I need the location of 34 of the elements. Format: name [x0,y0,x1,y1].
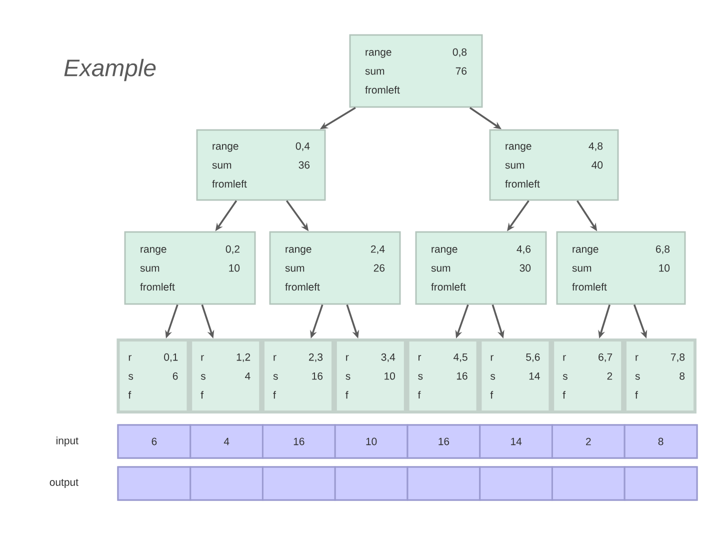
array-cell: 6 [117,424,192,459]
leaf-node-box: r 5,6 s 14 f [478,338,552,414]
leaf-node-box: r 4,5 s 16 f [406,338,480,414]
answer-box [624,466,698,501]
leaf-node-box: r 3,4 s 10 f [334,338,407,414]
leaf-node-box: r 1,2 s 4 f [189,338,262,414]
array-cell: 4 [190,424,264,459]
array-cell: 16 [406,424,481,459]
leaf-node-box: r 2,3 s 16 f [262,338,334,414]
array-cell: 14 [479,424,554,459]
tree-node-box: range 4,8 sum 40 fromleft [489,129,619,201]
row-label: output [50,479,78,488]
answer-box [406,466,481,501]
answer-box [551,466,626,501]
tree-node-box: range 0,8 sum 76 fromleft [349,34,483,108]
tree-node-box: range 4,6 sum 30 fromleft [415,231,547,305]
array-cell: 10 [334,424,408,459]
answer-box [117,466,192,501]
answer-box [334,466,408,501]
array-cell: 16 [262,424,336,459]
tree-node-box: range 0,2 sum 10 fromleft [124,231,256,305]
row-label: input [56,436,78,446]
answer-box [479,466,554,501]
leaf-node-box: r 6,7 s 2 f [551,338,624,414]
slide-title: Example [64,58,156,82]
leaf-node-box: r 7,8 s 8 f [624,338,696,414]
leaf-node-box: r 0,1 s 6 f [116,338,190,414]
tree-node-box: range 6,8 sum 10 fromleft [556,231,686,305]
array-cell: 8 [624,424,698,459]
array-cell: 2 [551,424,626,459]
tree-node-box: range 2,4 sum 26 fromleft [269,231,401,305]
answer-box [262,466,336,501]
answer-box [190,466,264,501]
tree-node-box: range 0,4 sum 36 fromleft [196,129,326,201]
